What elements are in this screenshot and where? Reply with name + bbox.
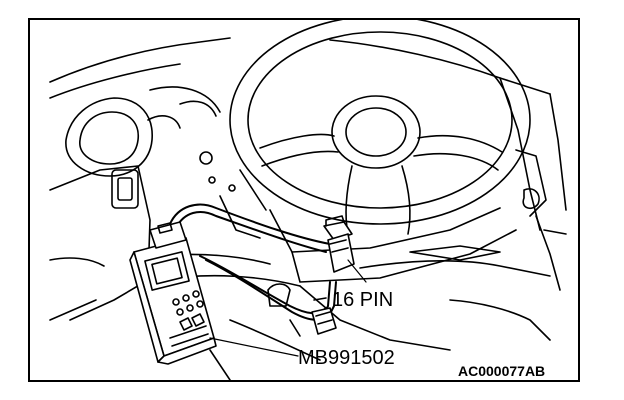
dashboard-illustration: 16 PIN MB991502 AC000077AB bbox=[49, 20, 567, 380]
scan-tool-mb991502 bbox=[129, 221, 217, 365]
figure-id: AC000077AB bbox=[458, 363, 545, 379]
left-vent-cluster bbox=[65, 86, 221, 177]
steering-wheel bbox=[229, 20, 531, 235]
callout-16-pin: 16 PIN bbox=[332, 289, 393, 311]
leader-lines bbox=[209, 259, 367, 357]
callout-mb991502: MB991502 bbox=[298, 347, 395, 369]
leader-16-pin bbox=[347, 259, 367, 283]
upper-dashboard bbox=[49, 37, 567, 231]
left-dash-panel bbox=[49, 165, 151, 321]
connector-16-pin bbox=[323, 215, 355, 273]
cable-branch-connector bbox=[311, 297, 337, 335]
floor-area bbox=[159, 245, 551, 380]
illustration-frame: 16 PIN MB991502 AC000077AB bbox=[28, 18, 580, 382]
right-console bbox=[515, 149, 567, 291]
steering-column bbox=[199, 151, 517, 283]
leader-mb991502 bbox=[209, 337, 299, 357]
